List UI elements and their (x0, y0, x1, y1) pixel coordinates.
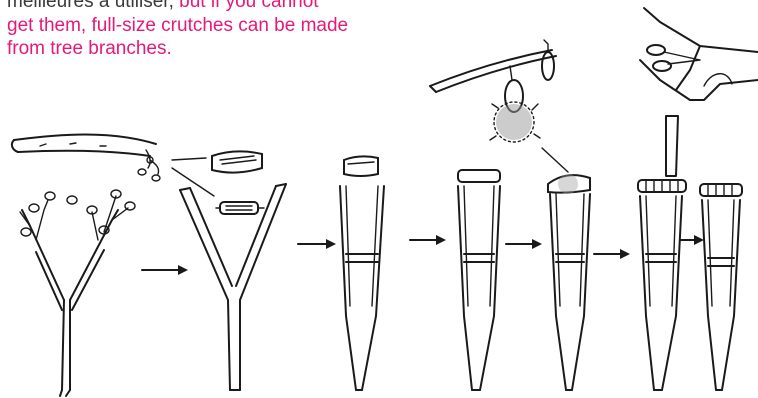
crutch-with-padded-top-icon (548, 174, 590, 390)
cloth-strip-icon (666, 116, 678, 176)
arrow-icon (410, 235, 446, 245)
arrow-icon (680, 235, 704, 245)
crutch-with-wrapped-top-icon (638, 180, 686, 390)
cloth-and-scissors-icon (640, 8, 758, 100)
finished-crutch-icon (700, 184, 742, 390)
pointer-line (172, 168, 214, 196)
wooden-handle-icon (216, 202, 264, 214)
pointer-line (542, 148, 568, 172)
arrow-icon (506, 239, 542, 249)
arrow-icon (594, 249, 630, 259)
seed-pod-cotton-icon (430, 40, 556, 142)
cut-branch-icon (12, 135, 160, 182)
pointer-line (172, 158, 206, 160)
arrow-icon (298, 239, 336, 249)
arrow-icon (142, 265, 188, 275)
wooden-pad-icon (212, 151, 262, 172)
crutch-with-shoulder-pad-icon (458, 170, 500, 390)
crutch-with-crossbar-icon (340, 156, 384, 390)
forked-tree-branch-icon (20, 190, 135, 396)
